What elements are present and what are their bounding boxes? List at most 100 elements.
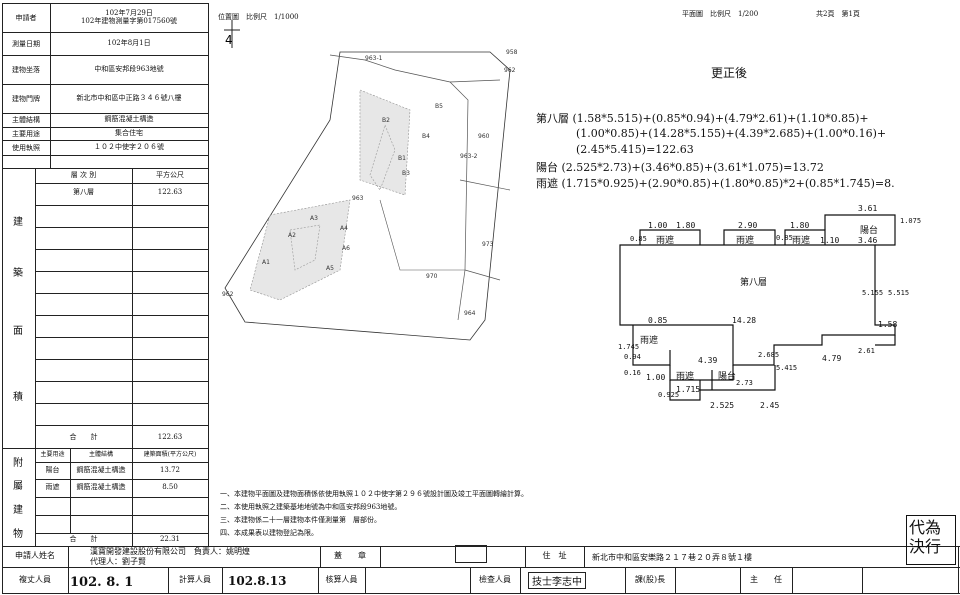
aux-char-4: 物: [13, 529, 23, 540]
aux-char-1: 附: [13, 458, 23, 469]
room-balcony-label-2: 陽台: [718, 370, 736, 382]
svg-text:960: 960: [478, 133, 490, 140]
label-char-1: 建: [13, 217, 23, 228]
note-1: 一、本建物平面圖及建物面積係依使用執照１０２中使字第２９６號設計圖及竣工平面圖轉…: [220, 490, 528, 498]
aux-char-3: 建: [13, 505, 23, 516]
dim-19: 0.94: [624, 353, 641, 361]
note-4: 四、本成果表以建物登記為限。: [220, 529, 318, 537]
dim-28: 2.525: [710, 401, 734, 410]
checker-label: 核算人員: [325, 574, 358, 584]
room-canopy-label-4: 雨遮: [640, 334, 658, 346]
dim-10: 0.85: [630, 235, 647, 243]
aux-total-label: 合 計: [69, 535, 98, 544]
aux-col2-header: 主體結構: [88, 451, 113, 459]
svg-text:B3: B3: [402, 170, 410, 177]
value-application-no: 102年7月29日 102年建物測量字第017560號: [80, 8, 178, 25]
dim-3: 2.90: [738, 221, 757, 230]
site-plan-header: 位置圖 比例尺 1/1000: [218, 13, 299, 21]
applicant-label: 申請人姓名: [15, 551, 55, 561]
area-row-floor: 第八層: [73, 188, 94, 197]
formula-line-5: 雨遮 (1.715*0.925)+(2.90*0.85)+(1.80*0.85)…: [536, 177, 895, 190]
svg-text:962: 962: [222, 291, 234, 298]
surveyor-value: 102. 8. 1: [70, 575, 134, 590]
aux-total-value: 22.31: [159, 535, 181, 544]
dim-26: 1.715: [676, 385, 700, 394]
dim-25: 2.73: [736, 379, 753, 387]
dim-16: 2.685: [758, 351, 779, 359]
aux-row2-use: 雨遮: [45, 483, 60, 492]
area-col2-header: 平方公尺: [156, 170, 184, 179]
svg-text:4: 4: [225, 33, 233, 47]
value-use: 集合住宅: [115, 128, 143, 137]
aux-row1-use: 陽台: [45, 466, 60, 475]
aux-col3-header: 建築面積(平方公尺): [143, 451, 197, 459]
seal-label: 蓋 章: [334, 551, 366, 561]
site-plan: 4 963-1 958 962 963 960 963-2 973 970 96…: [222, 20, 518, 341]
svg-text:B5: B5: [435, 103, 443, 110]
applicant-value: 漢寶開發建設股份有限公司 負責人：姚明煌 代理人：劉子賢: [90, 547, 250, 566]
surveyor-label: 複丈人員: [19, 574, 51, 584]
dim-22: 5.415: [776, 364, 797, 372]
dim-6: 3.61: [858, 204, 877, 213]
section-chief-label: 課(股)長: [634, 574, 666, 584]
seal-stamp: [455, 545, 487, 563]
value-survey-date: 102年8月1日: [107, 38, 151, 47]
dim-13: 0.85: [648, 316, 667, 325]
dim-15: 1.58: [878, 320, 897, 329]
label-char-3: 面: [13, 326, 23, 337]
svg-text:B1: B1: [398, 155, 406, 162]
svg-text:A2: A2: [288, 232, 296, 239]
svg-text:963-1: 963-1: [365, 55, 383, 62]
inspector-label: 檢查人員: [479, 574, 511, 584]
svg-text:A1: A1: [262, 259, 270, 266]
value-structure: 鋼筋混凝土構造: [104, 115, 154, 124]
svg-text:A4: A4: [340, 225, 348, 232]
formula-line-4: 陽台 (2.525*2.73)+(3.46*0.85)+(3.61*1.075)…: [536, 161, 824, 174]
inspector-value: 技士李志中: [528, 572, 586, 589]
label-char-4: 積: [13, 392, 23, 403]
address-label: 住 址: [542, 551, 567, 561]
formula-line-2: (1.00*0.85)+(14.28*5.155)+(4.39*2.685)+(…: [576, 127, 887, 140]
value-permit: １０２中使字２０６號: [94, 142, 164, 151]
area-row-value: 122.63: [157, 188, 183, 197]
aux-col1-header: 主要用途: [40, 451, 65, 459]
room-main-label: 第八層: [740, 276, 767, 288]
dim-5: 1.80: [790, 221, 809, 230]
label-permit: 使用執照: [12, 143, 40, 152]
floor-plan-drawing: 第八層 陽台 雨遮 雨遮 雨遮 雨遮 雨遮 陽台 1.00 1.80 2.90 …: [618, 204, 921, 410]
room-canopy-label-2: 雨遮: [736, 234, 754, 246]
dim-7: 1.075: [900, 217, 921, 225]
svg-text:973: 973: [482, 241, 494, 248]
director-label: 主 任: [750, 574, 782, 584]
dim-1: 1.00: [648, 221, 667, 230]
proxy-decision-stamp: 代為 決行: [906, 515, 956, 565]
calculator-value: 102.8.13: [228, 574, 287, 588]
room-canopy-label-3: 雨遮: [792, 234, 810, 246]
svg-text:964: 964: [464, 310, 476, 317]
north-arrow-icon: 4: [224, 20, 240, 48]
aux-row1-area: 13.72: [159, 466, 181, 475]
note-2: 二、本使用執照之建築基地地號為中和區安邦段963地號。: [220, 503, 402, 511]
svg-text:A3: A3: [310, 215, 318, 222]
dim-21: 4.39: [698, 356, 717, 365]
dim-4: 0.85: [776, 234, 793, 242]
room-canopy-label-5: 雨遮: [676, 370, 694, 382]
room-balcony-label: 陽台: [860, 224, 878, 236]
main-total-label: 合 計: [69, 432, 98, 441]
value-address: 新北市中和區中正路３４６號八樓: [76, 93, 182, 102]
dim-8: 1.10: [820, 236, 839, 245]
svg-text:970: 970: [426, 273, 438, 280]
formula-line-3: (2.45*5.415)=122.63: [576, 143, 694, 156]
svg-text:B2: B2: [382, 117, 390, 124]
aux-char-2: 屬: [13, 481, 23, 492]
main-total-value: 122.63: [157, 432, 183, 441]
aux-row1-structure: 鋼筋混凝土構造: [76, 466, 126, 475]
dim-20: 0.16: [624, 369, 641, 377]
note-3: 三、本建物係二十一層建物本件僅測量第 層部份。: [220, 516, 381, 524]
sheet-number: 共2頁 第1頁: [816, 10, 860, 18]
dim-29: 2.45: [760, 401, 779, 410]
floor-plan-title: 更正後: [711, 66, 748, 80]
dim-23: 4.79: [822, 354, 841, 363]
svg-text:963: 963: [352, 195, 364, 202]
label-location: 建物坐落: [12, 65, 40, 74]
